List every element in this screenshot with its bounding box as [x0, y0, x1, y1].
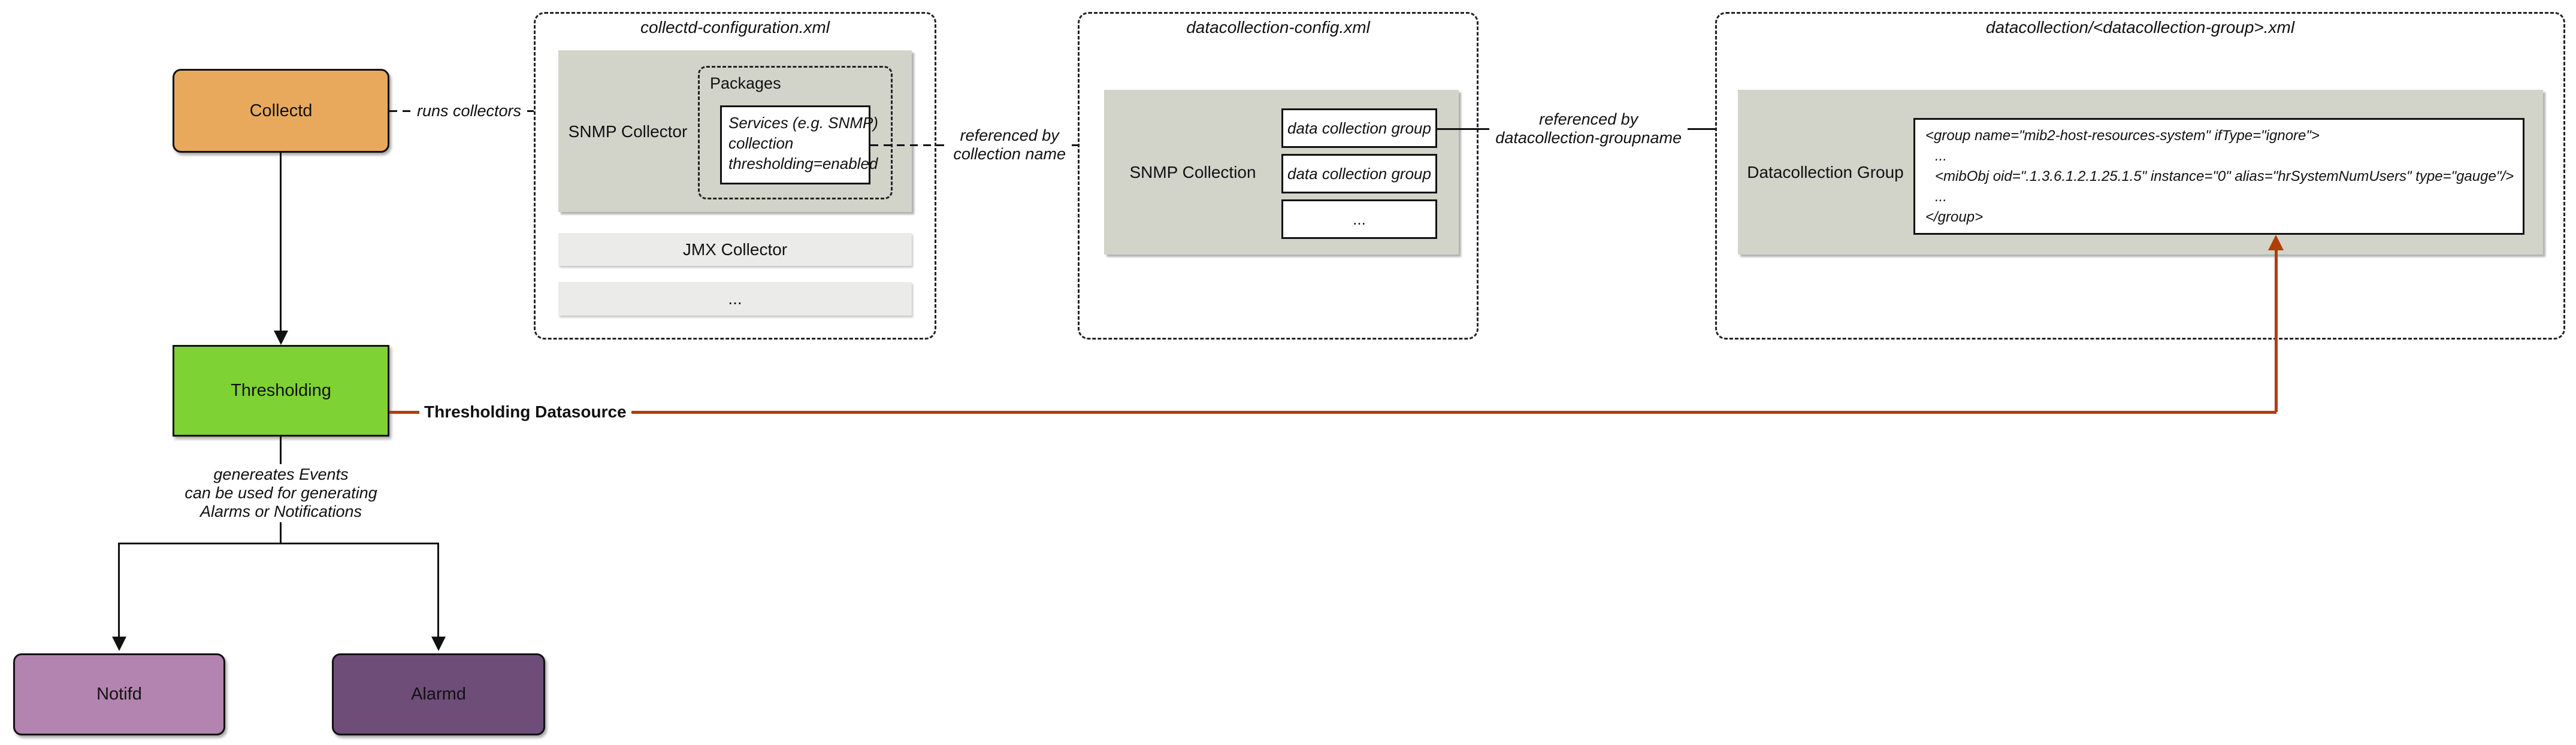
services-line3: thresholding=enabled [728, 155, 878, 172]
services-line1: Services (e.g. SNMP) [728, 114, 878, 132]
datacollection-group-title-text: datacollection/<datacollection-group>.xm… [1985, 18, 2295, 37]
xml-line4: ... [1935, 189, 1948, 205]
more-collectors-label: ... [728, 289, 742, 308]
collectd-thresholding-line [280, 153, 282, 332]
branch-notifd-vline [118, 543, 120, 637]
thresholding-events-line-bottom [280, 522, 282, 544]
branch-alarmd-vline [437, 543, 439, 637]
thresholding-datasource-line-left [389, 410, 419, 414]
generates-events-text: genereates Events can be used for genera… [185, 465, 377, 521]
runs-collectors-dash-left [389, 110, 411, 112]
ref-collection-label-line1: referenced by [960, 126, 1059, 144]
services-line2: collection [728, 134, 794, 152]
ref-collection-dash-left [870, 144, 948, 146]
ref-groupname-connector: referenced by datacollection-groupname [1437, 110, 1738, 148]
collectd-label: Collectd [249, 101, 313, 120]
thresholding-datasource-vline [2275, 249, 2278, 412]
ref-collection-label: referenced by collection name [947, 126, 1072, 163]
branch-notifd-arrowhead-icon [112, 637, 126, 651]
xml-line5: </group> [1925, 209, 1984, 225]
xml-line1: <group name="mib2-host-resources-system"… [1925, 128, 2320, 144]
datacollection-config-title-text: datacollection-config.xml [1186, 18, 1370, 37]
xml-line3: <mibObj oid=".1.3.6.1.2.1.25.1.5" instan… [1935, 168, 2514, 184]
ref-groupname-line-left [1437, 128, 1490, 130]
data-collection-group-label-1: data collection group [1287, 119, 1431, 137]
snmp-collector-label: SNMP Collector [568, 122, 688, 141]
generates-events-line3: Alarms or Notifications [199, 502, 362, 520]
ref-groupname-label: referenced by datacollection-groupname [1489, 110, 1688, 147]
services-text: Services (e.g. SNMP) collection threshol… [720, 105, 878, 174]
ref-groupname-label-line1: referenced by [1539, 110, 1638, 128]
collectd-box: Collectd [173, 69, 389, 153]
more-collectors-bar: ... [558, 282, 912, 316]
runs-collectors-label: runs collectors [416, 101, 522, 120]
ref-groupname-label-line2: datacollection-groupname [1495, 129, 1682, 147]
notifd-label: Notifd [96, 685, 142, 704]
generates-events-line1: genereates Events [213, 465, 349, 483]
notifd-box: Notifd [13, 653, 225, 735]
thresholding-box: Thresholding [173, 345, 389, 437]
jmx-collector-label: JMX Collector [682, 240, 788, 259]
branch-alarmd-arrowhead-icon [431, 637, 446, 651]
datacollection-config-title: datacollection-config.xml [1078, 18, 1479, 37]
ref-collection-connector: referenced by collection name [870, 126, 1104, 164]
services-box [720, 105, 870, 184]
thresholding-datasource-line-right [631, 410, 2276, 414]
xml-snippet-box [1913, 118, 2524, 235]
alarmd-label: Alarmd [411, 685, 466, 704]
data-collection-group-box-3: ... [1281, 199, 1437, 239]
packages-label: Packages [710, 74, 781, 92]
thresholding-datasource-connector: Thresholding Datasource [389, 402, 2276, 421]
thresholding-datasource-arrowhead-icon [2268, 235, 2284, 250]
data-collection-group-label-2: data collection group [1287, 164, 1431, 183]
events-branch-hline [119, 543, 439, 544]
snmp-collection-label: SNMP Collection [1129, 163, 1256, 181]
data-collection-group-box-1: data collection group [1281, 108, 1437, 148]
generates-events-line2: can be used for generating [185, 484, 377, 502]
ref-groupname-line-right [1688, 128, 1724, 130]
xml-line2: ... [1935, 148, 1948, 164]
data-collection-group-label-3: ... [1353, 210, 1366, 228]
datacollection-group-label: Datacollection Group [1747, 163, 1904, 181]
jmx-collector-bar: JMX Collector [558, 233, 912, 266]
thresholding-events-line-top [280, 437, 282, 464]
xml-snippet-text: <group name="mib2-host-resources-system"… [1913, 118, 2514, 228]
collectd-config-title-text: collectd-configuration.xml [640, 18, 830, 37]
data-collection-group-box-2: data collection group [1281, 154, 1437, 193]
thresholding-label: Thresholding [231, 381, 331, 400]
alarmd-box: Alarmd [332, 653, 545, 735]
datacollection-group-title: datacollection/<datacollection-group>.xm… [1715, 18, 2565, 37]
thresholding-datasource-label: Thresholding Datasource [424, 402, 627, 421]
collectd-config-title: collectd-configuration.xml [534, 18, 936, 37]
packages-box [698, 66, 893, 199]
collectd-thresholding-arrowhead-icon [274, 331, 288, 345]
ref-collection-label-line2: collection name [953, 145, 1066, 163]
